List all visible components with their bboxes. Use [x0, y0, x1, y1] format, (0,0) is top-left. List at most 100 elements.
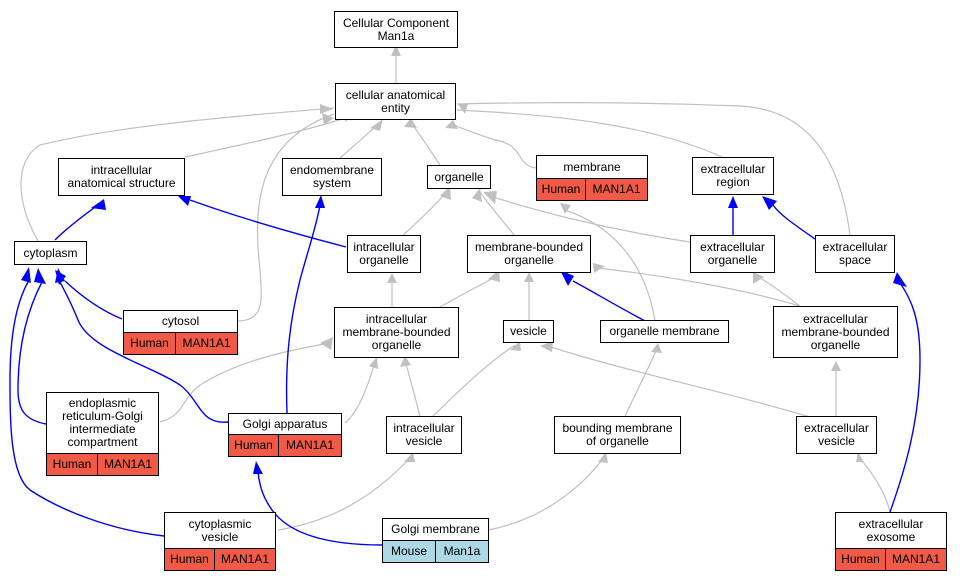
annotation-row: Human MAN1A1	[537, 178, 647, 200]
edge-bmo-om	[624, 348, 658, 417]
edge-om-mbo	[572, 280, 646, 322]
node-extracellular-region[interactable]: extracellular region	[692, 157, 774, 195]
node-label: cellular anatomical entity	[345, 87, 446, 115]
node-vesicle[interactable]: vesicle	[503, 320, 554, 343]
edge-ecr-cae	[456, 109, 723, 158]
node-extracellular-organelle[interactable]: extracellular organelle	[690, 235, 775, 273]
arrow-ecs	[893, 272, 907, 287]
annotation-row: Mouse Man1a	[383, 540, 488, 562]
node-label: cytoplasmic vesicle	[188, 516, 252, 544]
species-badge: Human	[841, 552, 880, 566]
node-cytoplasmic-vesicle[interactable]: cytoplasmic vesicle Human MAN1A1	[164, 512, 276, 571]
arrow-iv	[404, 452, 415, 462]
edge-embo-mbo	[596, 267, 801, 307]
node-extracellular-membrane-bounded-organelle[interactable]: extracellular membrane-bounded organelle	[773, 306, 898, 358]
node-endomembrane-system[interactable]: endomembrane system	[282, 158, 382, 196]
annotation-row: Human MAN1A1	[836, 548, 946, 570]
edge-exo-ecs	[889, 282, 921, 513]
node-cytoplasm[interactable]: cytoplasm	[14, 241, 87, 265]
node-cellular-anatomical-entity[interactable]: cellular anatomical entity	[335, 83, 456, 120]
node-cellular-component-root[interactable]: Cellular Component Man1a	[334, 11, 458, 48]
annotation-row: Human MAN1A1	[229, 434, 341, 456]
arrow-organelle-3	[483, 191, 497, 204]
node-golgi-apparatus[interactable]: Golgi apparatus Human MAN1A1	[228, 413, 342, 457]
part-of-arrowheads	[21, 195, 907, 474]
node-intracellular-organelle[interactable]: intracellular organelle	[347, 235, 421, 273]
node-label: endomembrane system	[289, 163, 375, 190]
node-cytosol[interactable]: cytosol Human MAN1A1	[123, 310, 238, 355]
part-of-edges	[9, 199, 921, 546]
arrow-mbo-1	[488, 270, 500, 282]
annotation-row: Human MAN1A1	[165, 548, 275, 570]
node-label: Golgi apparatus	[242, 416, 328, 431]
annotation-row: Human MAN1A1	[124, 332, 237, 354]
edge-ergic-imbo	[159, 342, 331, 423]
node-label: organelle membrane	[609, 324, 720, 338]
node-label: membrane-bounded organelle	[474, 240, 584, 267]
arrow-ias-1	[91, 199, 106, 210]
arrow-membrane	[560, 203, 571, 214]
arrow-imbo-2	[369, 357, 378, 369]
edge-organelle-cae	[411, 123, 441, 166]
arrow-vesicle-2	[540, 341, 553, 352]
arrow-ev	[856, 452, 864, 462]
arrow-ecr-1	[728, 196, 738, 208]
arrow-mbo-3	[593, 263, 605, 273]
node-label: extracellular membrane-bounded organelle	[781, 311, 890, 352]
gene-badge: Man1a	[435, 541, 488, 562]
species-badge: Human	[170, 552, 209, 566]
node-label: extracellular vesicle	[804, 421, 869, 448]
node-organelle-membrane[interactable]: organelle membrane	[600, 320, 729, 343]
node-label: intracellular organelle	[353, 240, 415, 267]
arrow-organelle-1	[440, 186, 451, 200]
node-intracellular-vesicle[interactable]: intracellular vesicle	[386, 416, 462, 454]
edge-membrane-cae	[451, 123, 537, 169]
node-membrane[interactable]: membrane Human MAN1A1	[536, 155, 648, 201]
arrow-embo	[831, 361, 841, 371]
node-golgi-membrane[interactable]: Golgi membrane Mouse Man1a	[382, 518, 489, 563]
arrow-ecr-2	[762, 196, 777, 210]
edge-iv-vesicle	[431, 344, 516, 418]
node-extracellular-space[interactable]: extracellular space	[815, 235, 895, 273]
arrow-imbo-3	[400, 356, 411, 367]
edge-cytosol-cytoplasm	[64, 280, 123, 320]
species-badge: Human	[541, 182, 581, 196]
node-er-golgi-intermediate-compartment[interactable]: endoplasmic reticulum-Golgi intermediate…	[46, 392, 159, 476]
node-label: cytosol	[161, 314, 200, 328]
edge-golgi-cytoplasm	[59, 281, 229, 423]
arrow-ias-2	[178, 196, 191, 206]
arrow-bmo	[598, 452, 608, 463]
arrow-eco	[753, 272, 764, 284]
node-label: endoplasmic reticulum-Golgi intermediate…	[62, 396, 143, 449]
node-extracellular-exosome[interactable]: extracellular exosome Human MAN1A1	[835, 512, 947, 571]
arrow-golgi	[253, 461, 263, 474]
node-label: extracellular region	[700, 162, 766, 189]
node-label: Golgi membrane	[391, 522, 480, 536]
node-organelle[interactable]: organelle	[427, 165, 491, 189]
edge-ecs-ecr	[772, 204, 816, 240]
arrow-cytoplasm-3	[21, 267, 31, 283]
gene-badge: MAN1A1	[97, 454, 158, 475]
node-label: organelle	[434, 169, 484, 184]
node-extracellular-vesicle[interactable]: extracellular vesicle	[796, 416, 877, 454]
node-bounding-membrane-of-organelle[interactable]: bounding membrane of organelle	[554, 416, 681, 454]
edge-cytoplasm-cae	[20, 107, 335, 242]
species-badge: Human	[234, 438, 273, 452]
node-intracellular-anatomical-structure[interactable]: intracellular anatomical structure	[58, 158, 185, 196]
node-label: extracellular space	[822, 240, 888, 267]
gene-badge: MAN1A1	[885, 549, 946, 570]
gene-badge: MAN1A1	[585, 179, 647, 200]
is-a-edges	[20, 50, 891, 531]
edge-exo-ev	[857, 455, 891, 513]
edge-cv-cytoplasm	[9, 281, 165, 537]
arrow-cae-3	[404, 118, 417, 128]
gene-badge: MAN1A1	[175, 333, 237, 354]
node-label: Cellular Component Man1a	[342, 15, 450, 43]
node-membrane-bounded-organelle[interactable]: membrane-bounded organelle	[467, 235, 591, 273]
arrow-mbo-2	[524, 272, 534, 282]
edge-io-ias	[189, 199, 347, 248]
node-intracellular-membrane-bounded-organelle[interactable]: intracellular membrane-bounded organelle	[334, 307, 459, 358]
arrow-endo	[315, 195, 325, 208]
edge-ergic-cytoplasm	[17, 281, 47, 425]
